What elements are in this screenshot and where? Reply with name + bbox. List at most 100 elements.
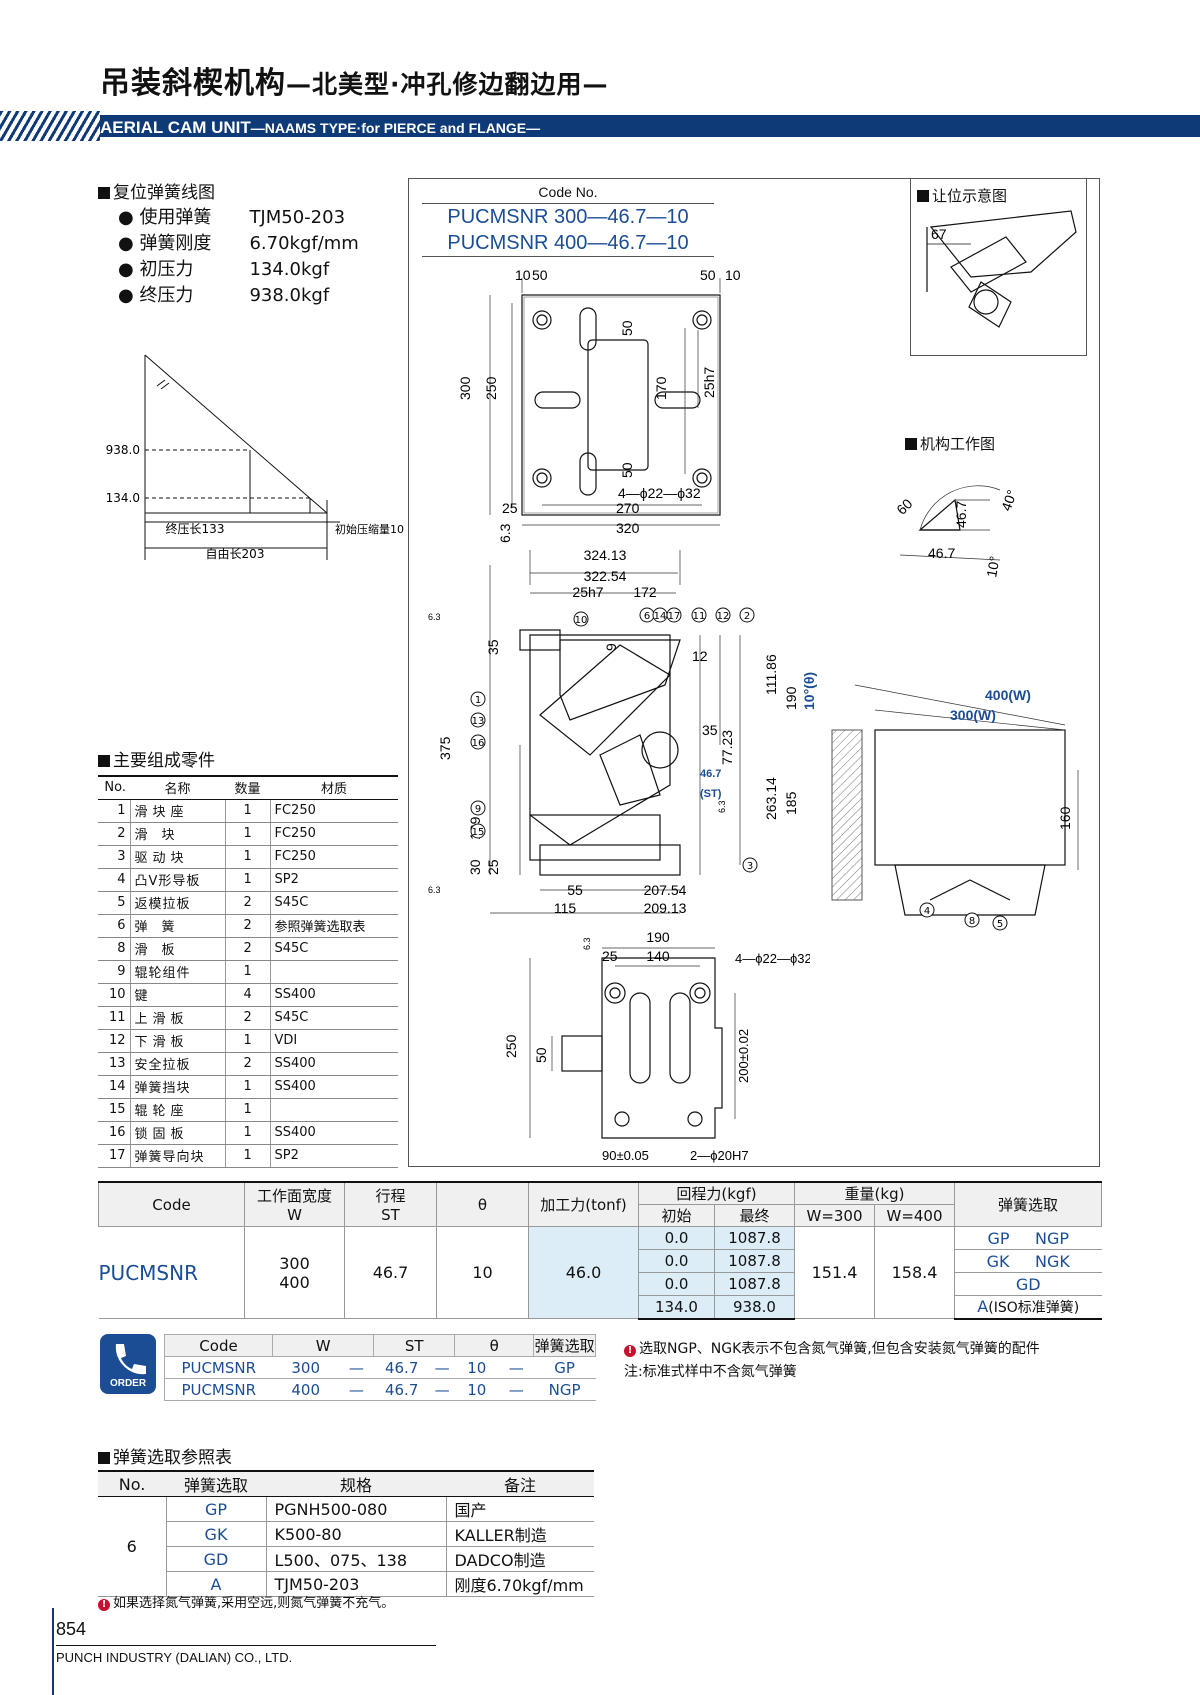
- clearance-svg: 67: [926, 210, 1077, 328]
- english-title-main: AERIAL CAM UNIT: [100, 118, 251, 137]
- svg-text:77.23: 77.23: [719, 730, 735, 765]
- svg-text:300(W): 300(W): [950, 707, 996, 723]
- svg-text:4—ϕ22—ϕ32: 4—ϕ22—ϕ32: [735, 951, 810, 966]
- part-name: 下滑板: [129, 1029, 225, 1053]
- page-number: 854: [56, 1619, 87, 1639]
- part-name: 键: [129, 983, 225, 1007]
- code-line: PUCMSNR 300—46.7—10: [447, 206, 689, 228]
- part-balloon: 14: [654, 611, 667, 622]
- part-balloon-circle: [573, 611, 589, 627]
- part-material: S45C: [269, 891, 398, 915]
- part-material: [269, 1098, 398, 1122]
- part-no: 8: [98, 937, 130, 961]
- svg-text:50: 50: [619, 462, 635, 478]
- part-balloon: 13: [472, 716, 485, 727]
- part-no: 13: [98, 1052, 130, 1076]
- svg-text:209.13: 209.13: [644, 900, 687, 916]
- clearance-heading: 让位示意图: [917, 185, 1007, 206]
- part-balloon: 2: [744, 611, 750, 622]
- order-badge-label: ORDER: [109, 1378, 147, 1389]
- part-balloon: 6: [644, 611, 650, 622]
- svg-text:10°: 10°: [983, 555, 1002, 579]
- part-no: 5: [98, 891, 130, 915]
- table-header-row: Code W ST θ 弹簧选取: [164, 1334, 596, 1357]
- part-balloon: 8: [969, 916, 975, 927]
- part-no: 16: [98, 1121, 130, 1145]
- spring-option: GK: [165, 1521, 266, 1547]
- part-no: 6: [98, 914, 130, 938]
- svg-text:55: 55: [567, 882, 583, 898]
- svg-text:324.13: 324.13: [584, 547, 627, 563]
- phone-icon: [115, 1344, 146, 1375]
- order-cell: 400: [272, 1378, 339, 1401]
- part-qty: 1: [224, 868, 270, 892]
- part-qty: 1: [224, 845, 270, 869]
- svg-text:60: 60: [893, 495, 915, 517]
- part-balloon-circle: [715, 607, 731, 623]
- spring-remark: 国产: [445, 1496, 594, 1522]
- band-hatch: [0, 111, 100, 141]
- svg-text:160: 160: [1057, 806, 1073, 830]
- part-material: SS400: [269, 1121, 398, 1145]
- svg-text:10°(θ): 10°(θ): [801, 672, 817, 710]
- svg-text:50: 50: [700, 268, 716, 283]
- svg-text:6.3: 6.3: [428, 885, 441, 895]
- svg-text:(ST): (ST): [700, 788, 722, 800]
- part-balloon-circle: [470, 734, 486, 750]
- spring-table-heading: 弹簧选取参照表: [98, 1443, 232, 1468]
- part-qty: 2: [224, 914, 270, 938]
- svg-text:320: 320: [616, 520, 640, 536]
- svg-text:25: 25: [502, 500, 518, 516]
- part-material: SS400: [269, 1052, 398, 1076]
- svg-text:250: 250: [503, 1034, 519, 1058]
- part-qty: 2: [224, 1052, 270, 1076]
- svg-text:200±0.02: 200±0.02: [736, 1029, 751, 1083]
- part-no: 17: [98, 1144, 130, 1168]
- part-name: 辊轮组件: [129, 960, 225, 984]
- spring-spec: PGNH500-080: [265, 1496, 446, 1522]
- work-diagram-heading: 机构工作图: [905, 433, 995, 454]
- y-label-initial: 134.0: [106, 491, 140, 505]
- svg-text:172: 172: [633, 584, 657, 600]
- svg-text:6.3: 6.3: [717, 800, 727, 813]
- svg-text:90±0.05: 90±0.05: [602, 1148, 649, 1163]
- order-cell: PUCMSNR: [164, 1378, 273, 1401]
- spring-diagram-heading: 复位弹簧线图: [98, 178, 215, 203]
- part-name: 弹簧导向块: [129, 1144, 225, 1168]
- table-row: 0.0 1087.8 GD: [99, 1272, 1102, 1296]
- band-bar: [100, 115, 1200, 137]
- heading-text: 复位弹簧线图: [113, 183, 215, 203]
- part-balloon-circle: [470, 823, 486, 839]
- title-main: 吊装斜楔机构: [100, 66, 286, 101]
- spring-option: A: [165, 1571, 266, 1597]
- part-name: 上滑板: [129, 1006, 225, 1030]
- part-balloon: 1: [475, 695, 481, 706]
- part-name: 锁固板: [129, 1121, 225, 1145]
- table-header-row: 初始 最终 W=300 W=400: [99, 1204, 1102, 1227]
- part-balloon: 17: [668, 611, 681, 622]
- heading-text: 弹簧选取参照表: [113, 1448, 232, 1468]
- code-box: Code No. PUCMSNR 300—46.7—10 PUCMSNR 400…: [422, 178, 714, 258]
- order-cell: —: [338, 1356, 374, 1379]
- part-balloon: 4: [924, 906, 930, 917]
- svg-text:375: 375: [437, 736, 453, 760]
- part-qty: 1: [224, 1121, 270, 1145]
- order-note-1: !选取NGP、NGK表示不包含氮气弹簧,但包含安装氮气弹簧的配件: [624, 1338, 1040, 1358]
